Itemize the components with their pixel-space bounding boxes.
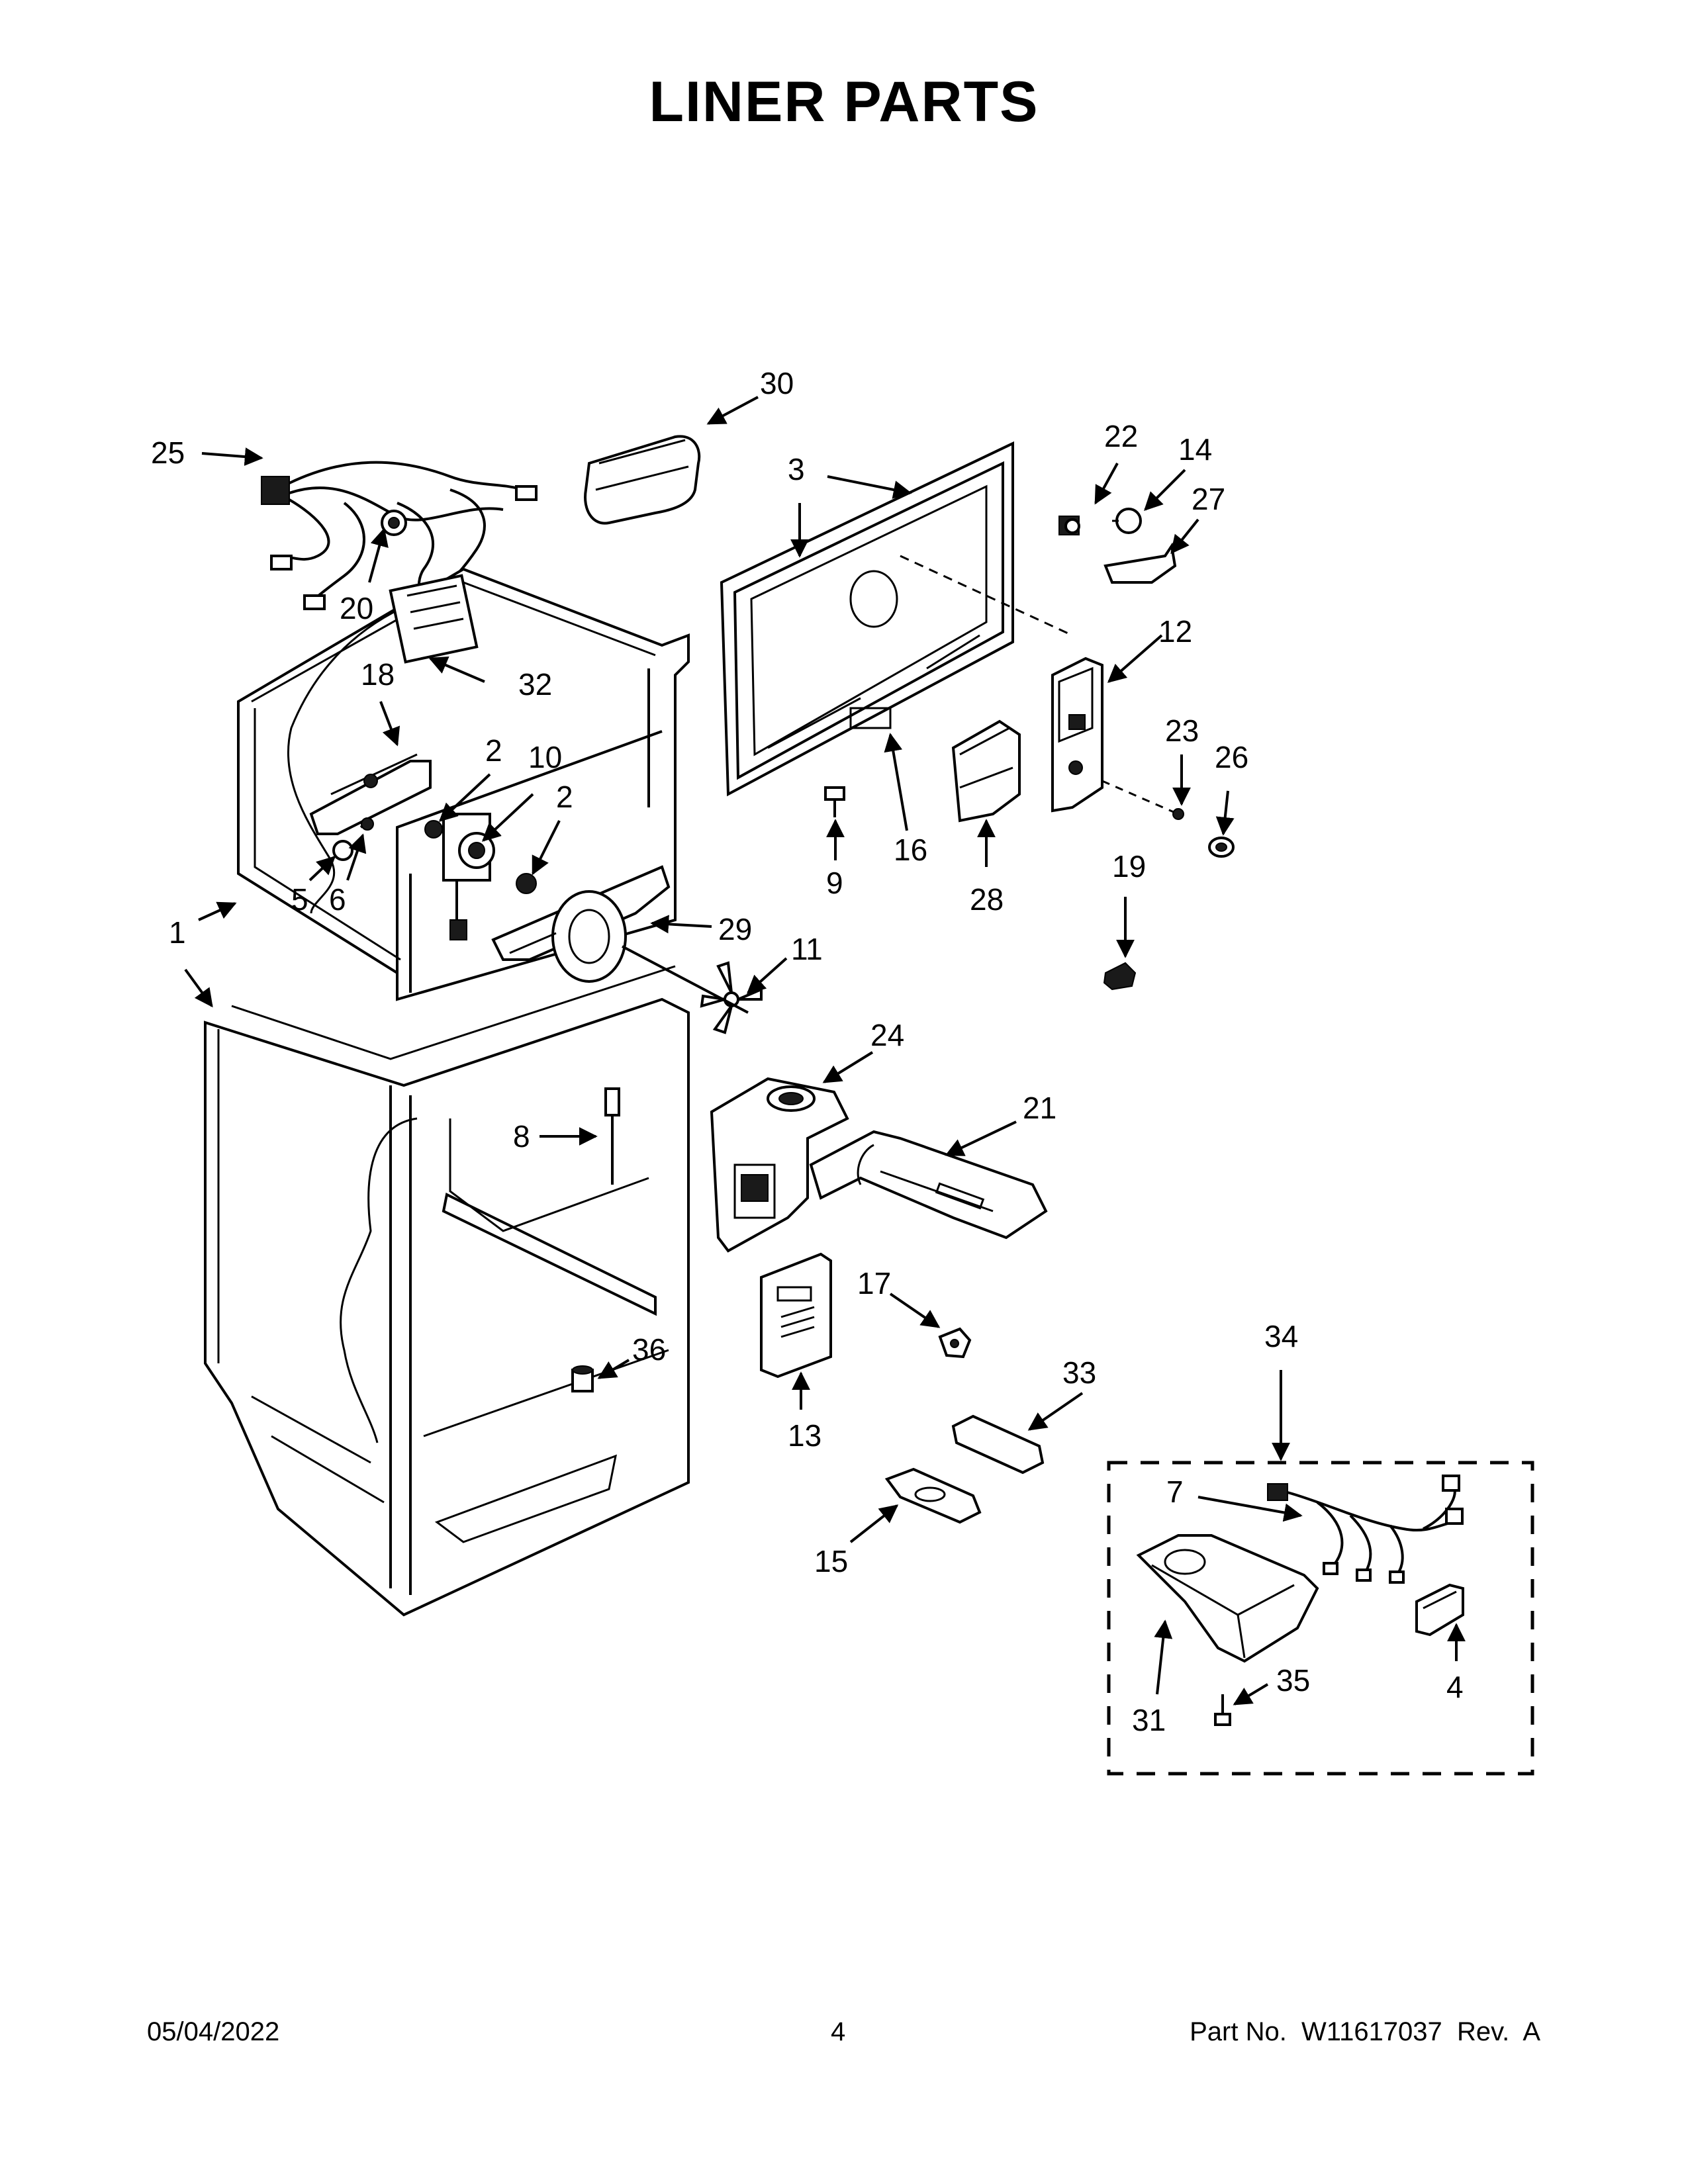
callout-8: 8 [513,1119,530,1154]
callout-35: 35 [1276,1663,1310,1698]
callout-4: 4 [1446,1670,1464,1704]
parts-22-14-27 [1058,508,1177,584]
callout-15: 15 [814,1544,848,1578]
fan-housing-part-29 [491,865,671,983]
callout-30: 30 [760,366,794,400]
part-17 [938,1327,972,1359]
footer-date: 05/04/2022 [147,2017,280,2046]
callout-19: 19 [1112,849,1146,884]
callout-31: 31 [1132,1703,1166,1737]
callout-10: 10 [528,740,562,774]
parts-23-26 [1172,808,1235,858]
callout-2b: 2 [556,780,573,814]
part-8 [604,1087,620,1185]
callout-11: 11 [791,932,823,966]
callout-17: 17 [857,1266,891,1300]
footer-part-number: Part No. W11617037 Rev. A [1190,2017,1540,2046]
callout-28: 28 [970,882,1004,917]
leader-lines [184,396,1466,1706]
callout-9: 9 [826,866,843,900]
callout-3: 3 [788,452,805,486]
screw-part-9 [824,786,845,817]
callout-21: 21 [1023,1091,1056,1125]
part-33 [951,1414,1045,1475]
callout-18: 18 [361,657,395,692]
part-15 [884,1467,982,1524]
callout-7: 7 [1166,1475,1184,1509]
callout-5: 5 [291,882,308,917]
callout-32: 32 [518,667,552,702]
callout-6: 6 [329,882,346,917]
callout-14: 14 [1178,432,1212,467]
fan-blade-part-11 [622,945,763,1034]
part-30 [584,435,701,525]
callout-27: 27 [1192,482,1225,516]
fresh-food-liner-part-1 [204,965,690,1617]
part-28 [951,719,1021,823]
callout-16: 16 [894,833,927,867]
callout-29: 29 [718,912,752,946]
callout-20: 20 [340,591,373,625]
callout-2a: 2 [485,733,502,768]
part-19 [1103,962,1137,991]
callout-33: 33 [1062,1355,1096,1390]
callout-24: 24 [870,1018,904,1052]
control-housing-part-12 [1051,657,1179,815]
part-18 [309,753,432,835]
freezer-liner-part-1 [237,567,690,1001]
page-title: LINER PARTS [649,70,1039,134]
kit-box-part-34 [1107,1461,1534,1776]
gasket-frame-part-3 [720,441,1073,797]
callout-22: 22 [1104,419,1138,453]
callout-1a: 1 [169,915,186,950]
callout-36: 36 [632,1332,666,1367]
parts-5-6 [332,817,374,861]
part-13 [760,1252,832,1379]
air-duct-parts-24-21 [710,1077,1048,1253]
callout-12: 12 [1158,614,1192,649]
callout-13: 13 [788,1418,821,1453]
callout-34: 34 [1264,1319,1298,1353]
callout-labels: 25 30 3 22 14 27 12 23 26 19 28 16 9 32 … [151,366,1464,1737]
callout-26: 26 [1215,740,1248,774]
callout-23: 23 [1165,713,1199,748]
part-36 [571,1365,594,1392]
footer-page-number: 4 [831,2017,846,2046]
callout-25: 25 [151,435,185,470]
